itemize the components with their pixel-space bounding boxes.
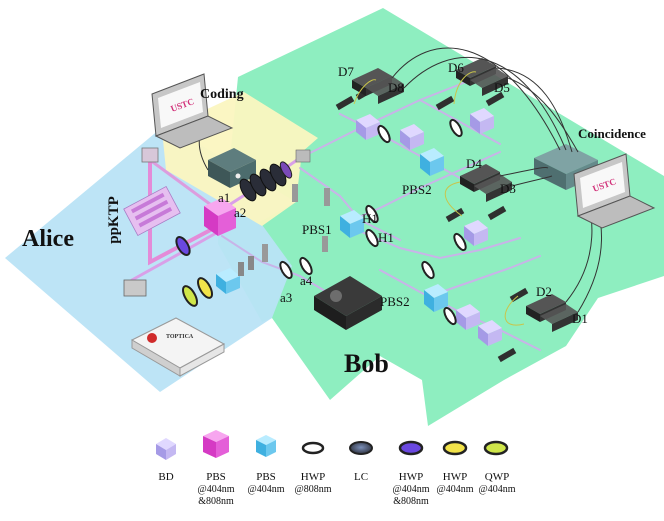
label-d2: D2 xyxy=(536,284,552,299)
label-a2: a2 xyxy=(234,205,246,220)
label-a4: a4 xyxy=(300,273,313,288)
bob-components xyxy=(262,108,502,346)
laptop-coincidence xyxy=(573,153,656,229)
ppktp-label: ppKTP xyxy=(106,196,122,244)
legend-icon-pbs-magenta xyxy=(203,430,229,458)
legend-label-5-line-2: &808nm xyxy=(393,496,429,507)
bob-label: Bob xyxy=(344,349,389,378)
detector-pair-d3-d4 xyxy=(460,164,512,202)
legend-label-6-line-1: @404nm xyxy=(437,484,474,495)
legend-label-3-line-0: HWP xyxy=(301,471,325,483)
coding-controller xyxy=(208,148,256,188)
legend-icon-qwp-404 xyxy=(483,440,509,456)
label-d5: D5 xyxy=(494,80,510,95)
alice-label: Alice xyxy=(22,226,74,252)
label-h1-bottom: H1 xyxy=(378,230,394,245)
laptop-coding xyxy=(151,73,234,149)
label-d8: D8 xyxy=(388,80,404,95)
label-d7: D7 xyxy=(338,64,354,79)
legend-icon-hwp-808 xyxy=(301,441,325,455)
legend-label-7-line-0: QWP xyxy=(485,471,509,483)
legend-icon-hwp-404-808 xyxy=(398,440,424,456)
rotation-stage xyxy=(314,276,382,330)
legend-label-5-line-0: HWP xyxy=(399,471,423,483)
coding-label: Coding xyxy=(200,87,244,102)
legend-label-2-line-0: PBS xyxy=(256,471,276,483)
legend-label-3-line-1: @808nm xyxy=(295,484,332,495)
legend-icon-lc xyxy=(349,441,373,455)
laser-brand-label: TOPTICA xyxy=(166,334,194,340)
legend-label-2-line-1: @404nm xyxy=(248,484,285,495)
label-pbs1: PBS1 xyxy=(302,222,332,237)
toptica-laser xyxy=(130,317,226,377)
legend-label-4-line-0: LC xyxy=(354,471,368,483)
pbs-central-magenta xyxy=(204,198,236,236)
ppktp-crystal xyxy=(123,185,181,237)
label-h1-top: H1 xyxy=(362,211,378,226)
legend-label-1-line-1: @404nm xyxy=(198,484,235,495)
label-a3: a3 xyxy=(280,290,292,305)
detector-pair-d1-d2 xyxy=(526,294,578,332)
alice-mirrors xyxy=(123,147,159,297)
label-d6: D6 xyxy=(448,60,464,75)
legend-label-5-line-1: @404nm xyxy=(393,484,430,495)
legend-icon-pbs-cyan xyxy=(256,435,276,457)
legend-label-7-line-1: @404nm xyxy=(479,484,516,495)
alice-waveplates xyxy=(175,235,254,307)
label-d1: D1 xyxy=(572,311,588,326)
label-a1: a1 xyxy=(218,190,230,205)
label-d3: D3 xyxy=(500,181,516,196)
lc-stack xyxy=(239,161,293,202)
legend-label-6-line-0: HWP xyxy=(443,471,467,483)
coincidence-label: Coincidence xyxy=(578,126,646,141)
label-pbs2-top: PBS2 xyxy=(402,182,432,197)
label-d4: D4 xyxy=(466,156,482,171)
legend-icon-hwp-404 xyxy=(442,440,468,456)
detector-pair-d5-d6 xyxy=(456,58,508,96)
detector-pair-d7-d8 xyxy=(352,68,404,104)
legend xyxy=(156,430,509,460)
detector-units xyxy=(352,58,578,332)
legend-label-0-line-0: BD xyxy=(158,471,173,483)
legend-label-1-line-0: PBS xyxy=(206,471,226,483)
fiber-yellow xyxy=(353,71,525,326)
legend-label-1-line-2: &808nm xyxy=(198,496,234,507)
label-pbs2-bottom: PBS2 xyxy=(380,294,410,309)
legend-icon-bd xyxy=(156,438,176,460)
